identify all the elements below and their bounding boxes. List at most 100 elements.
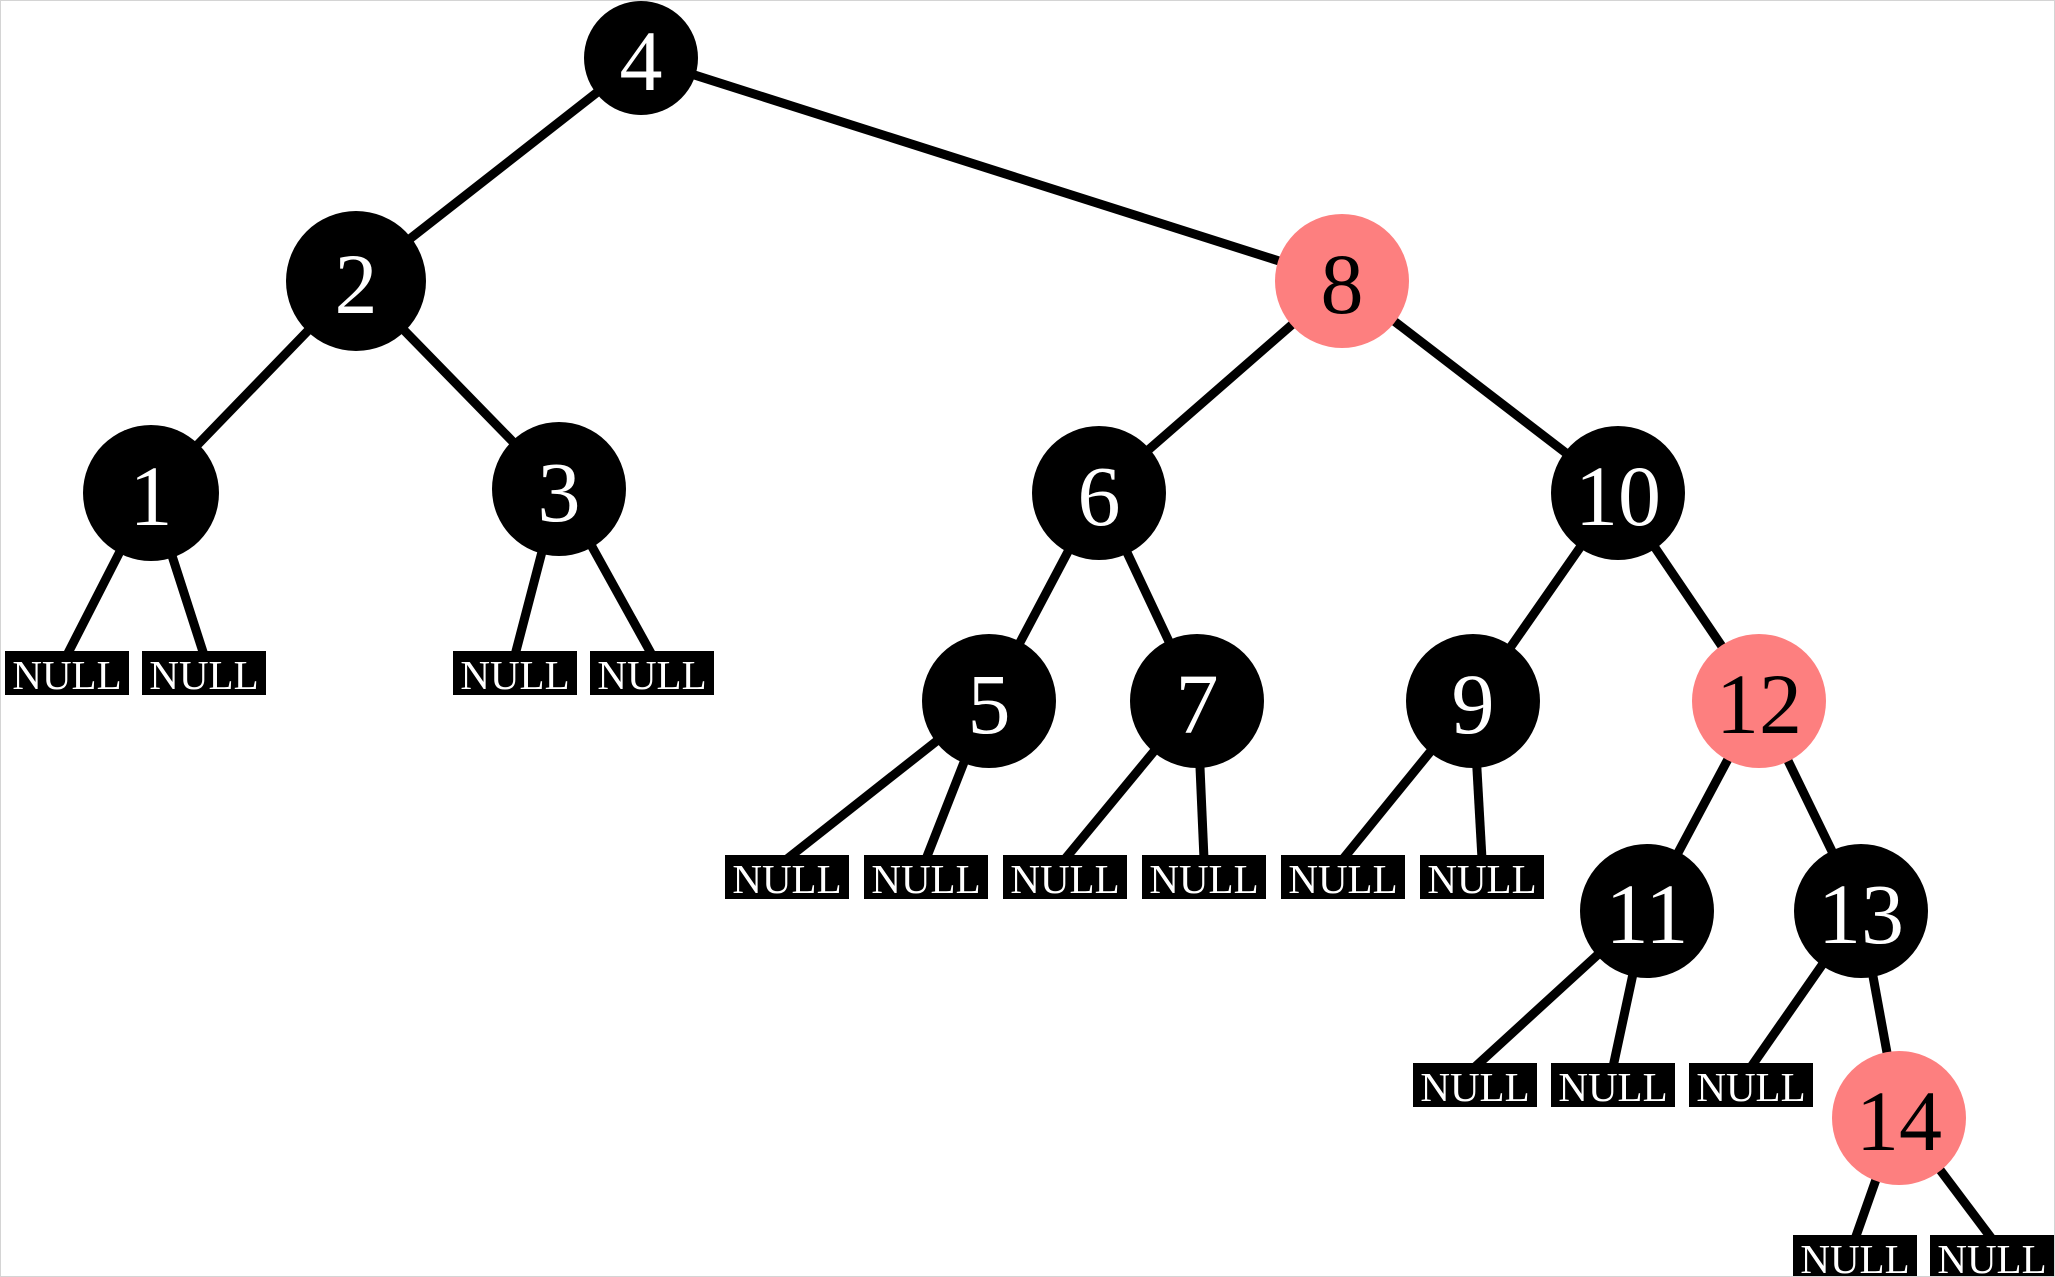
null-leaf-label: NULL <box>149 652 258 698</box>
node-key-label: 3 <box>538 444 581 540</box>
tree-edge-to-null <box>166 550 209 657</box>
node-key-label: 4 <box>620 13 663 109</box>
node-key-label: 6 <box>1078 448 1121 544</box>
null-leaf: NULL <box>1003 855 1127 902</box>
null-leaf-label: NULL <box>1427 856 1536 902</box>
tree-node-7[interactable]: 7 <box>1130 634 1264 768</box>
null-leaf-box <box>725 855 849 899</box>
tree-node-13[interactable]: 13 <box>1794 844 1928 978</box>
null-leaf-box <box>1281 855 1405 899</box>
tree-node-8[interactable]: 8 <box>1275 214 1409 348</box>
null-leaf: NULL <box>1793 1235 1917 1277</box>
tree-edge <box>1013 544 1075 650</box>
null-leaf: NULL <box>1413 1063 1537 1110</box>
null-leaf-label: NULL <box>1149 856 1258 902</box>
tree-edge-to-null <box>1608 969 1639 1068</box>
null-leaf-box <box>1930 1235 2054 1276</box>
node-key-label: 7 <box>1176 656 1219 752</box>
null-leaf-label: NULL <box>732 856 841 902</box>
null-leaf: NULL <box>1142 855 1266 902</box>
tree-edge <box>1142 317 1299 457</box>
null-leaf-box <box>1003 855 1127 899</box>
node-key-label: 5 <box>968 656 1011 752</box>
black-node-circle[interactable] <box>1032 426 1166 560</box>
tree-edge <box>1671 752 1735 860</box>
tree-node-10[interactable]: 10 <box>1551 426 1685 560</box>
null-leaf-label: NULL <box>1420 1064 1529 1110</box>
null-leaf-box <box>1413 1063 1537 1107</box>
tree-edge <box>1648 540 1729 654</box>
null-leaf-label: NULL <box>1288 856 1397 902</box>
null-leaf-label: NULL <box>1696 1064 1805 1110</box>
null-leaves-layer: NULL NULL NULL NULL NULL NULL NULL NULL NULL NULL… <box>5 651 2054 1277</box>
black-node-circle[interactable] <box>922 634 1056 768</box>
null-leaf-box <box>453 651 577 695</box>
null-leaf-label: NULL <box>1010 856 1119 902</box>
null-leaf: NULL <box>1930 1235 2054 1276</box>
black-node-circle[interactable] <box>1551 426 1685 560</box>
black-node-circle[interactable] <box>1130 634 1264 768</box>
red-node-circle[interactable] <box>1275 214 1409 348</box>
tree-edge-to-null <box>1747 957 1829 1070</box>
red-node-circle[interactable] <box>1832 1051 1966 1185</box>
null-leaf-label: NULL <box>597 652 706 698</box>
tree-edge-to-null <box>1339 744 1438 862</box>
tree-edge-to-null <box>1471 948 1605 1071</box>
null-leaf: NULL <box>864 855 988 902</box>
null-leaf-label: NULL <box>460 652 569 698</box>
null-leaf-label: NULL <box>1800 1236 1909 1277</box>
black-node-circle[interactable] <box>286 211 426 351</box>
red-node-circle[interactable] <box>1692 634 1826 768</box>
tree-edge <box>403 85 604 246</box>
black-node-circle[interactable] <box>83 425 219 561</box>
null-leaf: NULL <box>1689 1063 1813 1110</box>
node-key-label: 8 <box>1321 236 1364 332</box>
null-leaf-label: NULL <box>12 652 121 698</box>
tree-node-12[interactable]: 12 <box>1692 634 1826 768</box>
tree-edge-to-null <box>1061 744 1161 862</box>
tree-edge <box>1781 753 1839 859</box>
node-key-label: 11 <box>1606 866 1689 962</box>
black-node-circle[interactable] <box>1580 844 1714 978</box>
black-node-circle[interactable] <box>584 1 698 115</box>
tree-edge <box>397 323 520 449</box>
tree-node-6[interactable]: 6 <box>1032 426 1166 560</box>
null-leaf-label: NULL <box>871 856 980 902</box>
null-leaf: NULL <box>5 651 129 698</box>
node-key-label: 13 <box>1818 866 1904 962</box>
black-node-circle[interactable] <box>1406 634 1540 768</box>
tree-edge <box>1867 970 1893 1059</box>
tree-edge-to-null <box>585 539 656 658</box>
null-leaf-label: NULL <box>1558 1064 1667 1110</box>
tree-node-11[interactable]: 11 <box>1580 844 1714 978</box>
tree-node-14[interactable]: 14 <box>1832 1051 1966 1185</box>
tree-node-4[interactable]: 4 <box>584 1 698 115</box>
null-leaf: NULL <box>1420 855 1544 902</box>
tree-node-3[interactable]: 3 <box>492 422 626 556</box>
null-leaf: NULL <box>142 651 266 698</box>
tree-edge-to-null <box>1933 1163 1996 1242</box>
black-node-circle[interactable] <box>1794 844 1928 978</box>
null-leaf-box <box>1551 1063 1675 1107</box>
tree-node-9[interactable]: 9 <box>1406 634 1540 768</box>
null-leaf-box <box>142 651 266 695</box>
tree-node-5[interactable]: 5 <box>922 634 1056 768</box>
tree-edge-to-null <box>1472 761 1487 860</box>
tree-node-2[interactable]: 2 <box>286 211 426 351</box>
node-key-label: 10 <box>1575 448 1661 544</box>
tree-edge <box>688 69 1286 267</box>
tree-edge-to-null <box>1195 761 1209 860</box>
edges-layer <box>62 69 1996 1242</box>
null-leaf: NULL <box>725 855 849 902</box>
tree-edge <box>1387 314 1573 460</box>
null-leaf: NULL <box>1281 855 1405 902</box>
null-leaf: NULL <box>590 651 714 698</box>
null-leaf: NULL <box>1551 1063 1675 1110</box>
tree-edge <box>190 323 315 452</box>
black-node-circle[interactable] <box>492 422 626 556</box>
tree-node-1[interactable]: 1 <box>83 425 219 561</box>
null-leaf-box <box>590 651 714 695</box>
